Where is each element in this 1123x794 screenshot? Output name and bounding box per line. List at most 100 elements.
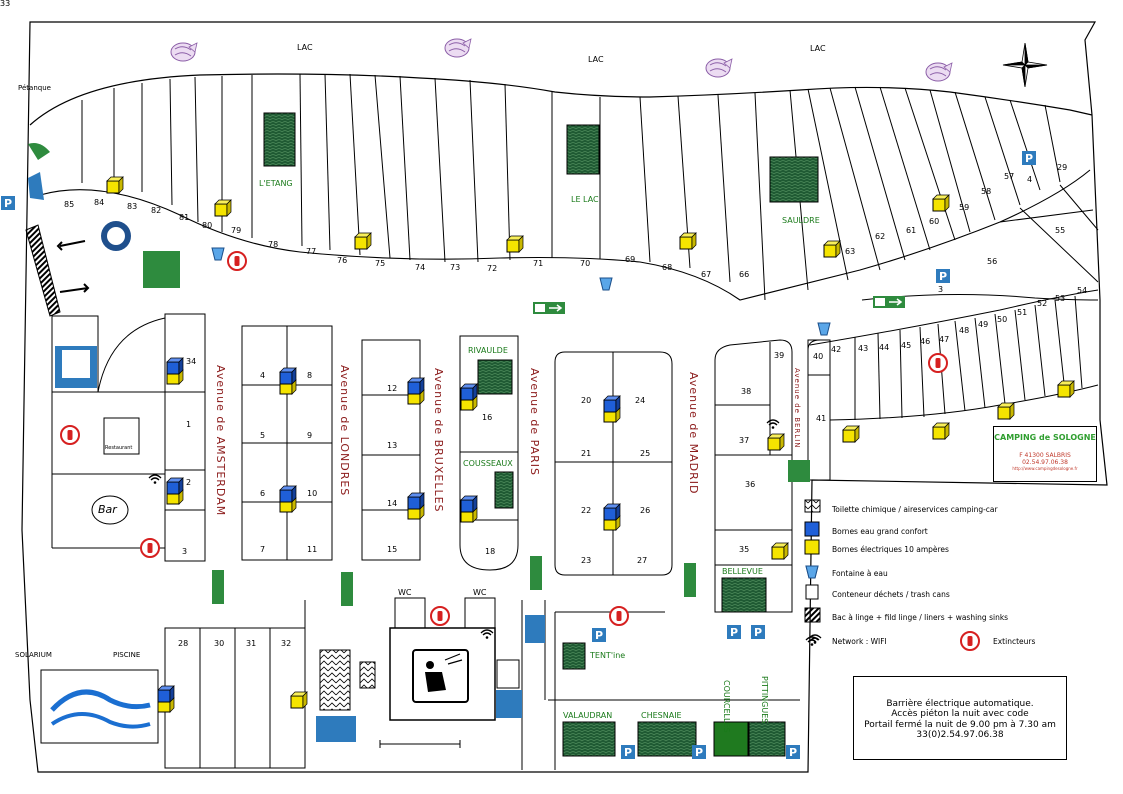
lac-label-2: LAC: [588, 55, 604, 64]
pitch-number: 26: [640, 506, 651, 515]
avenue-londres: Avenue de LONDRES: [338, 365, 351, 497]
pitch-number: 84: [94, 198, 105, 207]
bornes: [106, 176, 1075, 713]
area-cousseaux: COUSSEAUX: [463, 459, 513, 468]
pitch-number: 48: [959, 326, 970, 335]
area-valaudran: VALAUDRAN: [563, 711, 613, 720]
legend-item: Bornes électriques 10 ampères: [832, 545, 949, 554]
bar-label: Bar: [98, 503, 117, 516]
pitch-number: 14: [387, 499, 398, 508]
pitch-number: 23: [581, 556, 592, 565]
pitch-number: 47: [939, 335, 950, 344]
pitch-number: 6: [260, 489, 266, 498]
pitch-number: 85: [64, 200, 75, 209]
avenue-berlin: Avenue de BERLIN: [793, 368, 801, 449]
pitch-number: 71: [533, 259, 544, 268]
pitch-number: 44: [879, 343, 890, 352]
area-chesnaie: CHESNAIE: [641, 711, 682, 720]
pitch-number: 80: [202, 221, 213, 230]
pitch-number: 46: [920, 337, 931, 346]
pitch-number: 2: [186, 478, 192, 487]
info-line-4: 33(0)2.54.97.06.38: [916, 730, 1004, 741]
pitch-number: 4: [1027, 175, 1033, 184]
legend-item: Bac à linge + fild linge / liners + wash…: [832, 613, 1009, 622]
pitch-number: 24: [635, 396, 646, 405]
pitch-number: 43: [858, 344, 869, 353]
pitch-number: 1: [186, 420, 192, 429]
pitch-number: 53: [1055, 294, 1066, 303]
camping-logo: CAMPING de SOLOGNE F 41300 SALBRIS 02.54…: [993, 426, 1097, 482]
pitch-number: 18: [485, 547, 496, 556]
area-le-lac: LE LAC: [571, 195, 599, 204]
pitch-number: 73: [450, 263, 461, 272]
pitch-number: 27: [637, 556, 648, 565]
pitch-number: 39: [774, 351, 785, 360]
pitch-number: 62: [875, 232, 886, 241]
pitch-number: 4: [260, 371, 266, 380]
pitch-number: 69: [625, 255, 636, 264]
pitch-number: 29: [1057, 163, 1068, 172]
pitch-number: 45: [901, 341, 912, 350]
area-tentine: TENT'ine: [590, 651, 626, 660]
area-pittingues: PITTINGUES: [760, 676, 769, 724]
pitch-number: 30: [214, 639, 225, 648]
pitch-number: 33: [0, 0, 11, 8]
pitch-number: 79: [231, 226, 242, 235]
pitch-number: 67: [701, 270, 712, 279]
pitch-number: 54: [1077, 286, 1088, 295]
legend-item: Toilette chimique / aireservices camping…: [832, 505, 998, 514]
pitch-number: 77: [306, 247, 317, 256]
pitch-number: 8: [307, 371, 313, 380]
pitch-number: 75: [375, 259, 386, 268]
pitch-number: 66: [739, 270, 750, 279]
pitch-number: 61: [906, 226, 917, 235]
area-sauldre: SAULDRE: [782, 216, 820, 225]
pitch-number: 11: [307, 545, 318, 554]
pitch-number: 3: [182, 547, 188, 556]
logo-town: F 41300 SALBRIS: [1019, 452, 1071, 459]
legend-item: Network : WIFI: [832, 637, 887, 646]
logo-name: CAMPING de SOLOGNE: [994, 433, 1096, 442]
area-etang: L'ETANG: [259, 179, 293, 188]
pitch-number: 20: [581, 396, 592, 405]
area-courcelles: COURCELLES: [722, 680, 731, 733]
pitch-number: 68: [662, 263, 673, 272]
pitch-number: 63: [845, 247, 856, 256]
legend-item: Extincteurs: [993, 637, 1036, 646]
pitch-number: 35: [739, 545, 750, 554]
area-rivaulde: RIVAULDE: [468, 346, 508, 355]
pitch-number: 34: [186, 357, 197, 366]
pitch-number: 38: [741, 387, 752, 396]
north-pitch-dividers: [81, 73, 1061, 301]
pitch-number: 70: [580, 259, 591, 268]
pitch-number: 51: [1017, 308, 1028, 317]
pitch-number: 37: [739, 436, 750, 445]
pitch-number: 50: [997, 315, 1008, 324]
pitch-number: 81: [179, 213, 190, 222]
pitch-number: 41: [816, 414, 827, 423]
pitch-number: 78: [268, 240, 279, 249]
pitch-number: 3: [938, 285, 944, 294]
pitch-number: 59: [959, 203, 970, 212]
pitch-number: 16: [482, 413, 493, 422]
pitch-number: 31: [246, 639, 257, 648]
pitch-number: 72: [487, 264, 498, 273]
pitch-number: 9: [307, 431, 313, 440]
pitch-number: 42: [831, 345, 842, 354]
pitch-number: 12: [387, 384, 398, 393]
pitch-number: 57: [1004, 172, 1015, 181]
avenue-amsterdam: Avenue de AMSTERDAM: [214, 365, 227, 517]
pitch-number: 40: [813, 352, 824, 361]
area-bellevue: BELLEVUE: [722, 567, 763, 576]
info-line-2: Accès piéton la nuit avec code: [891, 709, 1029, 720]
solarium-label: SOLARIUM: [15, 651, 52, 659]
wc-label-1: WC: [398, 588, 412, 597]
wc-label-2: WC: [473, 588, 487, 597]
pitch-number: 7: [260, 545, 266, 554]
pitch-number: 58: [981, 187, 992, 196]
pitch-number: 76: [337, 256, 348, 265]
piscine-label: PISCINE: [113, 651, 141, 659]
pitch-number: 74: [415, 263, 426, 272]
pitch-number: 83: [127, 202, 138, 211]
